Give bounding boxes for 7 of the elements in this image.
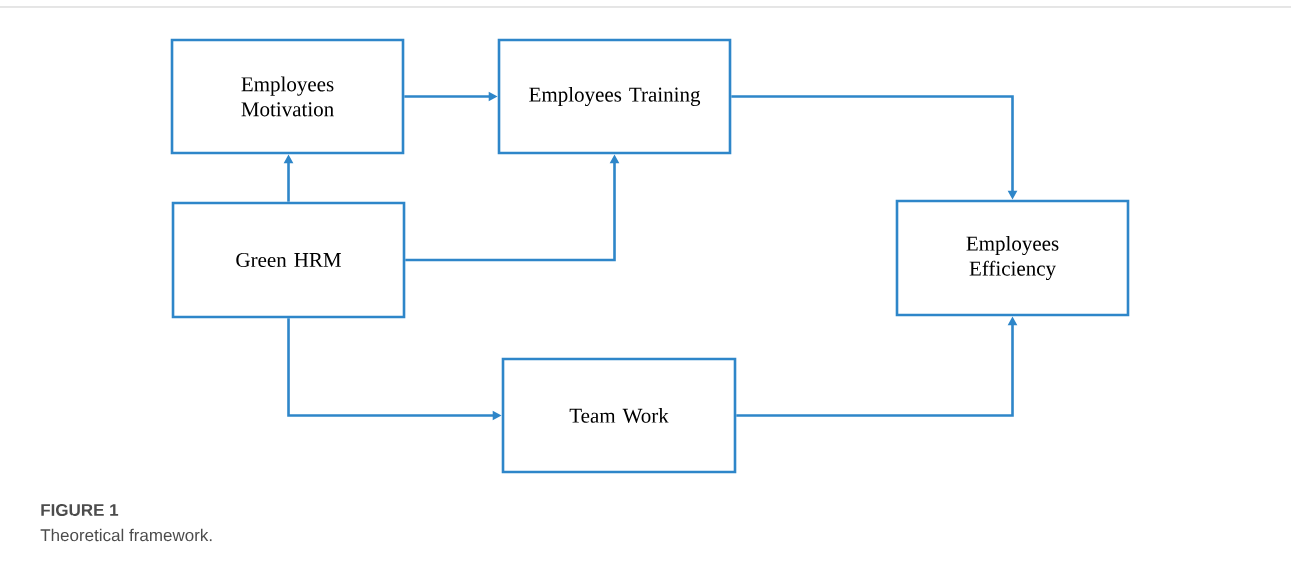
- process-box: Team Work: [501, 357, 737, 474]
- figure-number: FIGURE 1: [41, 503, 119, 516]
- process-box: Employees Motivation: [170, 38, 405, 155]
- process-box: Employees Training: [497, 38, 732, 155]
- process-box: Green HRM: [171, 201, 406, 319]
- process-box: Employees Efficiency: [895, 199, 1130, 317]
- caption: Theoretical framework.: [40, 528, 212, 542]
